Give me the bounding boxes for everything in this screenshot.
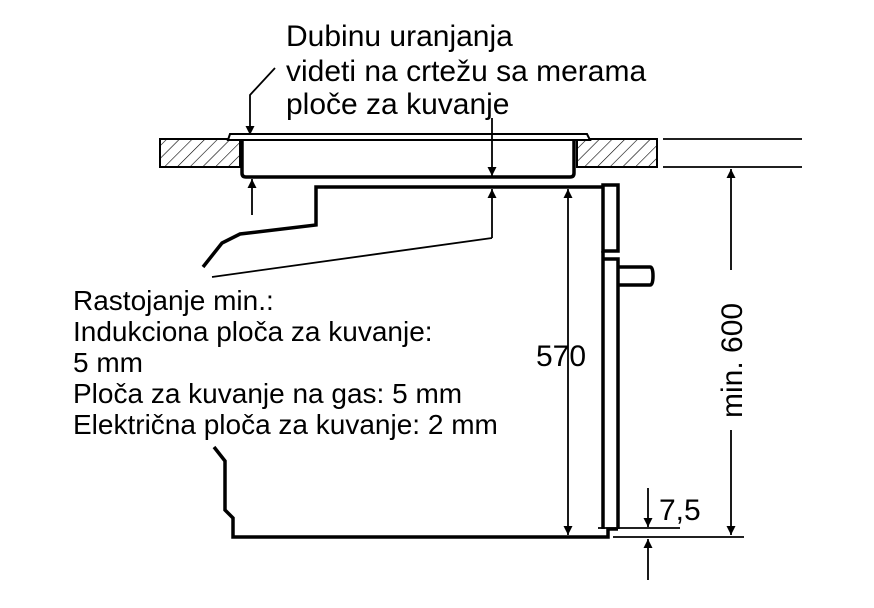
oven-outline [201,185,618,539]
oven-height-label: 570 [536,340,586,373]
left-note: Rastojanje min.: Indukciona ploča za kuv… [73,285,498,440]
left-note-line: Indukciona ploča za kuvanje: [73,316,433,347]
cooktop [226,133,592,179]
gap-label: 7,5 [659,494,701,527]
left-note-line: Električna ploča za kuvanje: 2 mm [73,409,498,440]
depth-arrows [245,67,497,215]
oven-knob [619,265,655,287]
left-note-line: Rastojanje min.: [73,285,274,316]
gap-dimension [598,488,744,580]
top-note-line: ploče za kuvanje [286,88,509,121]
top-note-line: Dubinu uranjanja [286,20,513,53]
oven-door [601,183,620,529]
cabinet-height-label: min. 600 [716,303,749,418]
top-note: Dubinu uranjanja videti na crtežu sa mer… [286,20,646,121]
countertop [159,138,802,168]
left-note-line: Ploča za kuvanje na gas: 5 mm [73,378,462,409]
left-note-line: 5 mm [73,347,143,378]
top-note-line: videti na crtežu sa merama [286,55,646,88]
